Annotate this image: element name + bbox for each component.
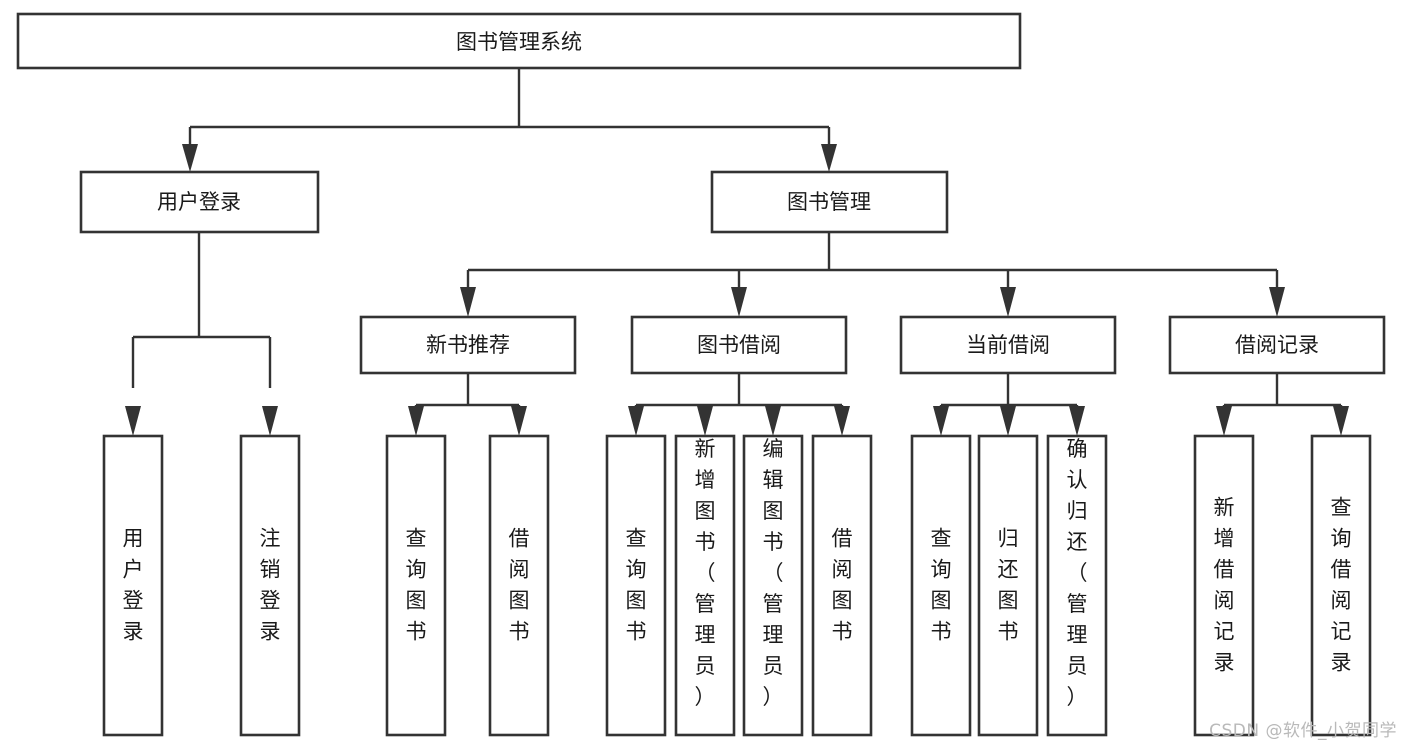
- arrowhead-leaf-query-book-2: [628, 406, 644, 436]
- node-book-borrow-box[interactable]: [630, 315, 848, 375]
- edge-layer: [125, 68, 1349, 436]
- node-root-label: 图书管理系统: [456, 30, 582, 54]
- node-user-login[interactable]: 用户登录: [79, 170, 320, 234]
- node-leaf-return-book-label: 归还图书: [998, 527, 1019, 644]
- arrowhead-book-borrow: [731, 287, 747, 317]
- arrowhead-leaf-return-book: [1000, 406, 1016, 436]
- node-root-box[interactable]: [16, 12, 1022, 70]
- node-leaf-query-book-3-label: 查询图书: [931, 527, 952, 644]
- node-leaf-query-book-2[interactable]: 查询图书: [605, 434, 667, 737]
- node-borrow-record-label: 借阅记录: [1235, 333, 1319, 357]
- node-book-borrow[interactable]: 图书借阅: [630, 315, 848, 375]
- node-root[interactable]: 图书管理系统: [16, 12, 1022, 70]
- node-leaf-query-record-box[interactable]: [1310, 434, 1372, 737]
- node-leaf-user-login-box[interactable]: [102, 434, 164, 737]
- node-leaf-edit-book-box[interactable]: [742, 434, 804, 737]
- arrowhead-leaf-edit-book: [765, 406, 781, 436]
- node-leaf-query-book-1[interactable]: 查询图书: [385, 434, 447, 737]
- node-current-borrow-label: 当前借阅: [966, 333, 1050, 357]
- arrowhead-leaf-borrow-book-2: [834, 406, 850, 436]
- node-leaf-add-record[interactable]: 新增借阅记录: [1193, 434, 1255, 737]
- node-leaf-query-record-label: 查询借阅记录: [1331, 496, 1352, 675]
- node-leaf-confirm-return-label: 确认归还（管理员）: [1067, 437, 1088, 709]
- node-leaf-confirm-return[interactable]: 确认归还（管理员）: [1046, 434, 1108, 737]
- node-user-login-box[interactable]: [79, 170, 320, 234]
- arrowhead-leaf-logout: [262, 406, 278, 436]
- node-book-management-box[interactable]: [710, 170, 949, 234]
- arrowhead-book-management: [821, 144, 837, 172]
- node-book-management-label: 图书管理: [787, 190, 871, 214]
- node-leaf-confirm-return-box[interactable]: [1046, 434, 1108, 737]
- node-new-book-recommend[interactable]: 新书推荐: [359, 315, 577, 375]
- node-leaf-return-book-box[interactable]: [977, 434, 1039, 737]
- node-leaf-user-login[interactable]: 用户登录: [102, 434, 164, 737]
- node-leaf-edit-book[interactable]: 编辑图书（管理员）: [742, 434, 804, 737]
- node-leaf-query-book-3-box[interactable]: [910, 434, 972, 737]
- arrowhead-leaf-add-book: [697, 406, 713, 436]
- node-leaf-query-book-1-label: 查询图书: [406, 527, 427, 644]
- arrowhead-borrow-record: [1269, 287, 1285, 317]
- arrowhead-leaf-add-record: [1216, 406, 1232, 436]
- node-leaf-borrow-book-1-box[interactable]: [488, 434, 550, 737]
- arrowhead-leaf-query-record: [1333, 406, 1349, 436]
- node-borrow-record[interactable]: 借阅记录: [1168, 315, 1386, 375]
- arrowhead-leaf-query-book-1: [408, 406, 424, 436]
- node-user-login-label: 用户登录: [157, 190, 241, 214]
- node-leaf-logout[interactable]: 注销登录: [239, 434, 301, 737]
- node-leaf-borrow-book-1[interactable]: 借阅图书: [488, 434, 550, 737]
- arrowhead-current-borrow: [1000, 287, 1016, 317]
- node-leaf-query-book-2-box[interactable]: [605, 434, 667, 737]
- node-leaf-borrow-book-2[interactable]: 借阅图书: [811, 434, 873, 737]
- arrowhead-new-book-recommend: [460, 287, 476, 317]
- node-new-book-recommend-box[interactable]: [359, 315, 577, 375]
- node-leaf-user-login-label: 用户登录: [123, 527, 144, 644]
- arrowhead-leaf-borrow-book-1: [511, 406, 527, 436]
- node-current-borrow-box[interactable]: [899, 315, 1117, 375]
- node-leaf-add-book-label: 新增图书（管理员）: [695, 437, 716, 709]
- node-book-borrow-label: 图书借阅: [697, 333, 781, 357]
- node-leaf-query-book-1-box[interactable]: [385, 434, 447, 737]
- arrowhead-user-login: [182, 144, 198, 172]
- node-leaf-add-book[interactable]: 新增图书（管理员）: [674, 434, 736, 737]
- arrowhead-leaf-confirm-return: [1069, 406, 1085, 436]
- node-leaf-borrow-book-1-label: 借阅图书: [509, 527, 530, 644]
- node-new-book-recommend-label: 新书推荐: [426, 333, 510, 357]
- node-leaf-query-record[interactable]: 查询借阅记录: [1310, 434, 1372, 737]
- node-book-management[interactable]: 图书管理: [710, 170, 949, 234]
- node-leaf-query-book-2-label: 查询图书: [626, 527, 647, 644]
- arrowhead-leaf-user-login: [125, 406, 141, 436]
- node-leaf-logout-label: 注销登录: [260, 527, 281, 644]
- node-leaf-add-record-label: 新增借阅记录: [1214, 496, 1235, 675]
- node-leaf-return-book[interactable]: 归还图书: [977, 434, 1039, 737]
- node-leaf-add-record-box[interactable]: [1193, 434, 1255, 737]
- node-borrow-record-box[interactable]: [1168, 315, 1386, 375]
- arrowhead-leaf-query-book-3: [933, 406, 949, 436]
- node-leaf-borrow-book-2-label: 借阅图书: [832, 527, 853, 644]
- node-leaf-logout-box[interactable]: [239, 434, 301, 737]
- node-leaf-edit-book-label: 编辑图书（管理员）: [763, 437, 784, 709]
- node-current-borrow[interactable]: 当前借阅: [899, 315, 1117, 375]
- node-leaf-borrow-book-2-box[interactable]: [811, 434, 873, 737]
- node-leaf-query-book-3[interactable]: 查询图书: [910, 434, 972, 737]
- node-leaf-add-book-box[interactable]: [674, 434, 736, 737]
